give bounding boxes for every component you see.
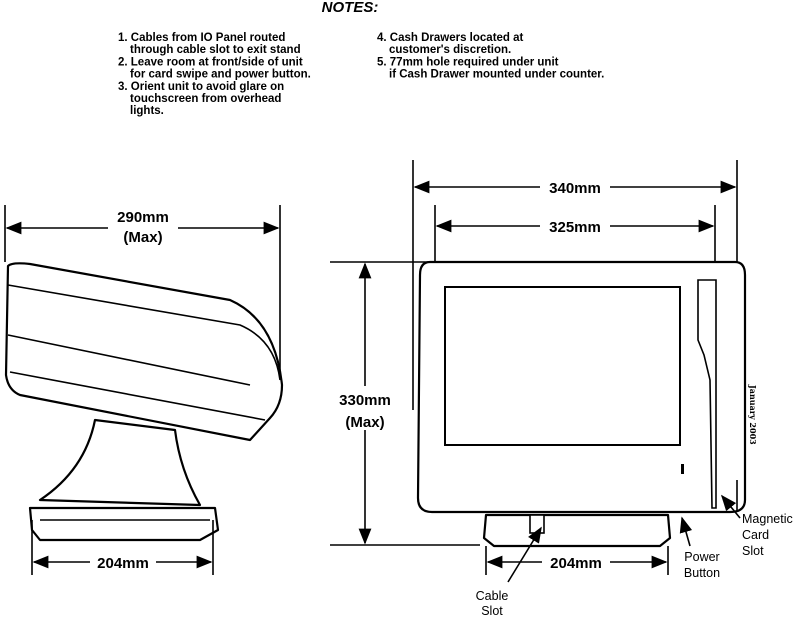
side-width-sub: (Max) [123, 229, 162, 246]
front-base-label: 204mm [550, 555, 602, 572]
note-line: 4. Cash Drawers located at [377, 32, 524, 44]
note-line: customer's discretion. [389, 44, 511, 56]
front-view: 340mm 325mm 330mm (Max) 204mm Cable Slot… [330, 160, 793, 617]
power-button-label-2: Button [684, 566, 720, 580]
card-slot-label-2: Card [742, 528, 769, 542]
side-stand-neck [38, 418, 202, 507]
side-width-label: 290mm [117, 209, 169, 226]
note-line: 1. Cables from IO Panel routed [118, 32, 285, 44]
notes-title: NOTES: [322, 0, 379, 16]
card-slot-label-1: Magnetic [742, 512, 793, 526]
cable-slot-label-2: Slot [481, 604, 503, 617]
note-line: 5. 77mm hole required under unit [377, 56, 559, 68]
touchscreen [444, 286, 681, 446]
side-base [28, 506, 220, 542]
height-sub: (Max) [345, 414, 384, 431]
date-stamp: January 2003 [748, 384, 758, 445]
magnetic-card-slot [697, 279, 717, 509]
outer-width-label: 340mm [549, 180, 601, 197]
note-line: through cable slot to exit stand [130, 44, 301, 56]
side-view: 290mm (Max) 204mm [4, 205, 284, 575]
note-line: 2. Leave room at front/side of unit [118, 56, 303, 68]
note-line: 3. Orient unit to avoid glare on [118, 81, 284, 93]
card-slot-label-3: Slot [742, 544, 764, 558]
inner-width-label: 325mm [549, 219, 601, 236]
power-button [681, 464, 684, 474]
power-button-label-1: Power [684, 550, 719, 564]
side-monitor-head [4, 262, 284, 442]
cable-slot-label-1: Cable [476, 589, 509, 603]
height-label: 330mm [339, 392, 391, 409]
side-base-label: 204mm [97, 555, 149, 572]
front-base [482, 513, 672, 548]
cable-slot [529, 514, 545, 534]
note-line: if Cash Drawer mounted under counter. [389, 69, 604, 81]
note-line: touchscreen from overhead [130, 93, 281, 105]
note-line: lights. [130, 105, 164, 117]
note-line: for card swipe and power button. [130, 69, 311, 81]
